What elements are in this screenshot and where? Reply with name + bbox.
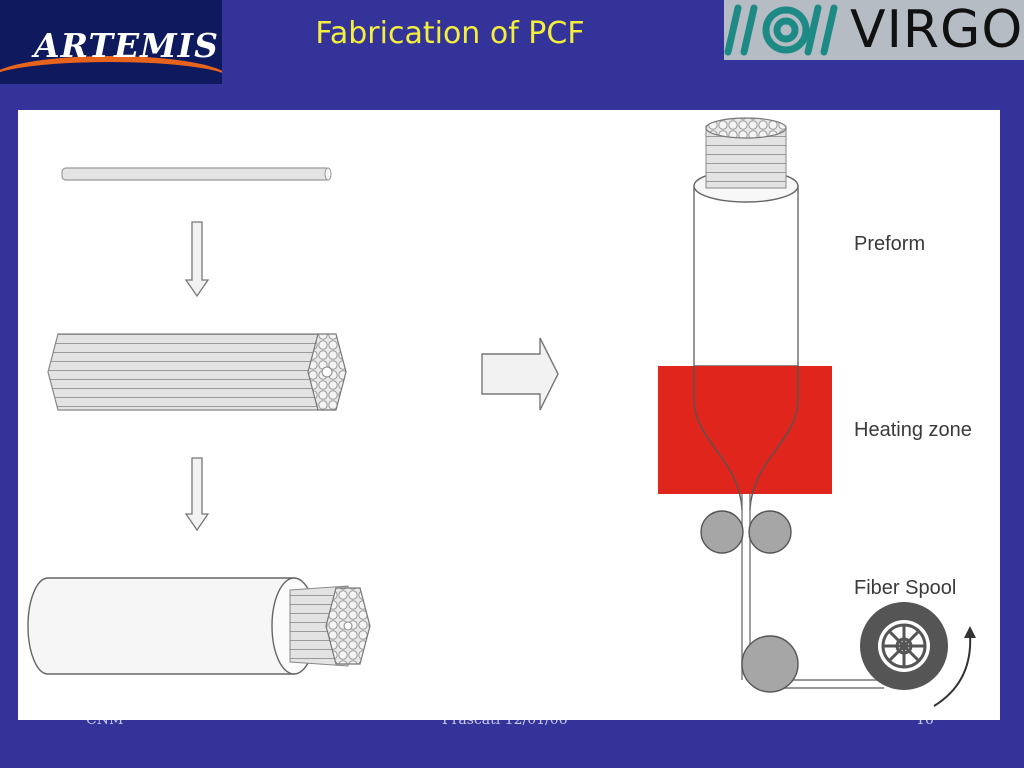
virgo-logo: VIRGO [724, 0, 1024, 60]
label-fiber-spool: Fiber Spool [854, 577, 956, 599]
rotation-arrow-icon [933, 633, 972, 707]
pull-roller-left [700, 510, 744, 554]
right-arrow-icon [481, 337, 559, 411]
label-preform: Preform [854, 233, 925, 255]
pull-roller-right [748, 510, 792, 554]
diagram-canvas: Preform Heating zone Fiber Spool [27, 117, 976, 707]
jacketed-preform [27, 577, 371, 675]
rotation-arrowhead [964, 626, 976, 638]
down-arrow-icon [184, 221, 210, 298]
virgo-logo-mark [724, 4, 838, 56]
preform-in-tower [693, 117, 799, 367]
label-heating-zone: Heating zone [854, 419, 972, 441]
artemis-logo-swoosh [0, 56, 222, 84]
stacked-rod-bundle [47, 333, 347, 411]
fiber-strand [741, 494, 884, 689]
pcf-fabrication-diagram: Preform Heating zone Fiber Spool [18, 110, 1000, 720]
virgo-logo-text: VIRGO [850, 0, 1024, 60]
guide-roller [741, 635, 799, 693]
preform-neck-down [693, 366, 799, 511]
artemis-logo: ARTEMIS [0, 0, 222, 84]
fiber-spool-icon [860, 602, 948, 690]
down-arrow-icon [184, 457, 210, 532]
artemis-logo-text: ARTEMIS [34, 26, 219, 65]
heating-zone-block [658, 366, 832, 494]
capillary-rod [61, 167, 332, 181]
slide-title: Fabrication of PCF [315, 16, 585, 51]
